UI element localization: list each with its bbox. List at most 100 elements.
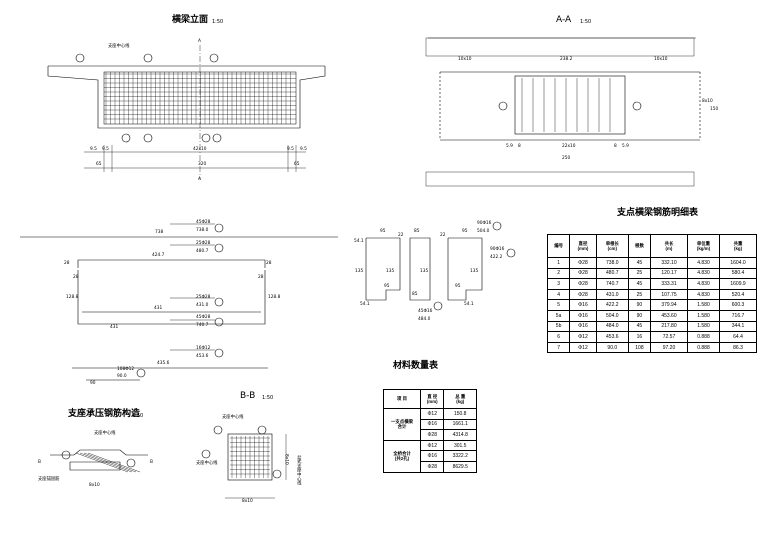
stir-dim-135-a: 135: [355, 269, 364, 274]
section-bb-scale: 1:50: [262, 395, 274, 401]
stir-dim-95-d: 95: [455, 284, 461, 289]
table-cell: 344.1: [719, 320, 757, 333]
bar7-len: 90.0: [117, 374, 127, 379]
mat-dia: Φ12: [419, 439, 445, 452]
dim-9-5-a: 9.5: [90, 147, 97, 152]
bb-dim-bottom: 8x10: [242, 499, 253, 504]
table-cell: 1.580: [686, 299, 721, 311]
bar1-spec: 45Φ28: [196, 220, 211, 225]
rebar-table-header: 编号 直径(mm) 单根长(cm) 根数 共长(m) 单位重(kg/m) 共重(…: [546, 234, 757, 258]
mat-wt: 8629.5: [443, 460, 477, 473]
table-cell: 6: [546, 331, 571, 343]
table-cell: 25: [627, 288, 652, 301]
mat-dia: Φ28: [419, 460, 445, 473]
table-cell: Φ28: [569, 288, 597, 301]
mat-wt: 1661.1: [443, 418, 477, 431]
bb-axis-label: 支座中心线: [196, 461, 218, 466]
table-cell: 422.2: [595, 299, 629, 311]
table-cell: 7: [546, 341, 571, 354]
aa-top-dim-2: 238.2: [560, 57, 573, 62]
mat-wt: 4314.8: [443, 429, 477, 441]
table-row: Φ28 8629.5: [384, 460, 477, 473]
stir-dim-135-d: 135: [470, 269, 479, 274]
table-cell: 332.10: [650, 257, 688, 269]
bar6-spec: 16Φ12: [196, 346, 211, 351]
col-no: 编号: [546, 234, 571, 258]
table-cell: 453.60: [650, 309, 688, 322]
mat-dia: Φ16: [419, 450, 445, 462]
table-cell: 107.75: [650, 288, 688, 301]
dim-65-a: 65: [96, 162, 102, 167]
table-cell: 453.6: [595, 331, 629, 343]
bar6-dim: 435.6: [157, 361, 170, 366]
stir-dim-95-b: 95: [462, 229, 468, 234]
stir5b-len: 484.0: [418, 317, 431, 322]
aa-side-dim-1: 8x10: [702, 99, 713, 104]
dim-9-5-c: 9.5: [287, 147, 294, 152]
table-cell: 16: [627, 331, 652, 343]
bar2-dim: 424.7: [152, 253, 165, 258]
table-cell: Φ28: [569, 278, 597, 290]
table-cell: 480.7: [595, 267, 629, 280]
table-cell: 0.888: [686, 341, 721, 354]
mat-dia: Φ12: [419, 408, 445, 420]
table-cell: 580.4: [719, 267, 757, 280]
stir5a-len: 504.0: [477, 229, 490, 234]
bb-dim-side: 8x10: [283, 454, 289, 465]
bar4-dim: 431: [154, 306, 163, 311]
dim-42x10: 42x10: [193, 147, 207, 152]
table-cell: 45: [627, 320, 652, 333]
bar7-dim: 90: [90, 381, 96, 386]
bar1-len: 738.0: [196, 228, 209, 233]
table-cell: 3: [546, 278, 571, 290]
stir-dim-85-a: 85: [412, 292, 418, 297]
elevation-scale: 1:50: [212, 19, 224, 25]
table-row: Φ16 3322.2: [384, 450, 477, 462]
aa-bot-dim-1: 5.9: [506, 144, 513, 149]
support-anchor-label: 支座锚固筋: [38, 477, 60, 482]
bar3-spec: 45Φ28: [196, 315, 211, 320]
aa-bot-dim-5: 5.9: [622, 144, 629, 149]
section-bb-title: B-B: [240, 391, 256, 401]
side-h1: 128.8: [66, 295, 79, 300]
table-row: 一支点横梁合计 Φ12 150.8: [383, 408, 477, 441]
aa-bot-dim-6: 250: [562, 156, 571, 161]
table-cell: 1.580: [686, 309, 721, 322]
bb-center-label: 支座中心线: [222, 415, 244, 420]
support-b-right: B: [150, 460, 153, 465]
table-cell: Φ16: [569, 299, 597, 311]
col-unit-wt: 单位重(kg/m): [686, 234, 721, 258]
aa-top-dim-1: 10x10: [458, 57, 472, 62]
table-cell: 0.888: [686, 331, 721, 343]
mat-col-dia: 直 径(mm): [419, 389, 445, 409]
table-cell: 97.20: [650, 341, 688, 354]
stir-dim-135-c: 135: [420, 269, 429, 274]
table-cell: 4.830: [686, 288, 721, 301]
stir5b-spec: 45Φ16: [418, 309, 433, 314]
aa-bot-dim-4: 8: [614, 144, 617, 149]
table-cell: 4.830: [686, 278, 721, 290]
table-cell: 740.7: [595, 278, 629, 290]
table-cell: 1604.0: [719, 257, 757, 269]
stir-dim-54-c: 54.1: [360, 302, 370, 307]
table-cell: 45: [627, 257, 652, 269]
table-row: 全桥合计(共2孔) Φ12 301.5: [383, 439, 477, 473]
side-28-d: 28: [258, 275, 264, 280]
material-table-title: 材料数量表: [393, 361, 439, 371]
aa-bot-dim-3: 22x10: [562, 144, 576, 149]
stir5-spec: 90Φ16: [490, 247, 505, 252]
stirrup-shapes: [365, 221, 516, 311]
bar-shapes: [20, 223, 338, 381]
table-cell: 504.0: [595, 309, 629, 322]
table-cell: Φ12: [569, 341, 597, 354]
bb-bearing-label: 盆式支座中心线: [296, 455, 302, 486]
bar2-spec: 25Φ28: [196, 241, 211, 246]
table-cell: 5b: [546, 320, 571, 333]
table-cell: Φ16: [569, 309, 597, 322]
